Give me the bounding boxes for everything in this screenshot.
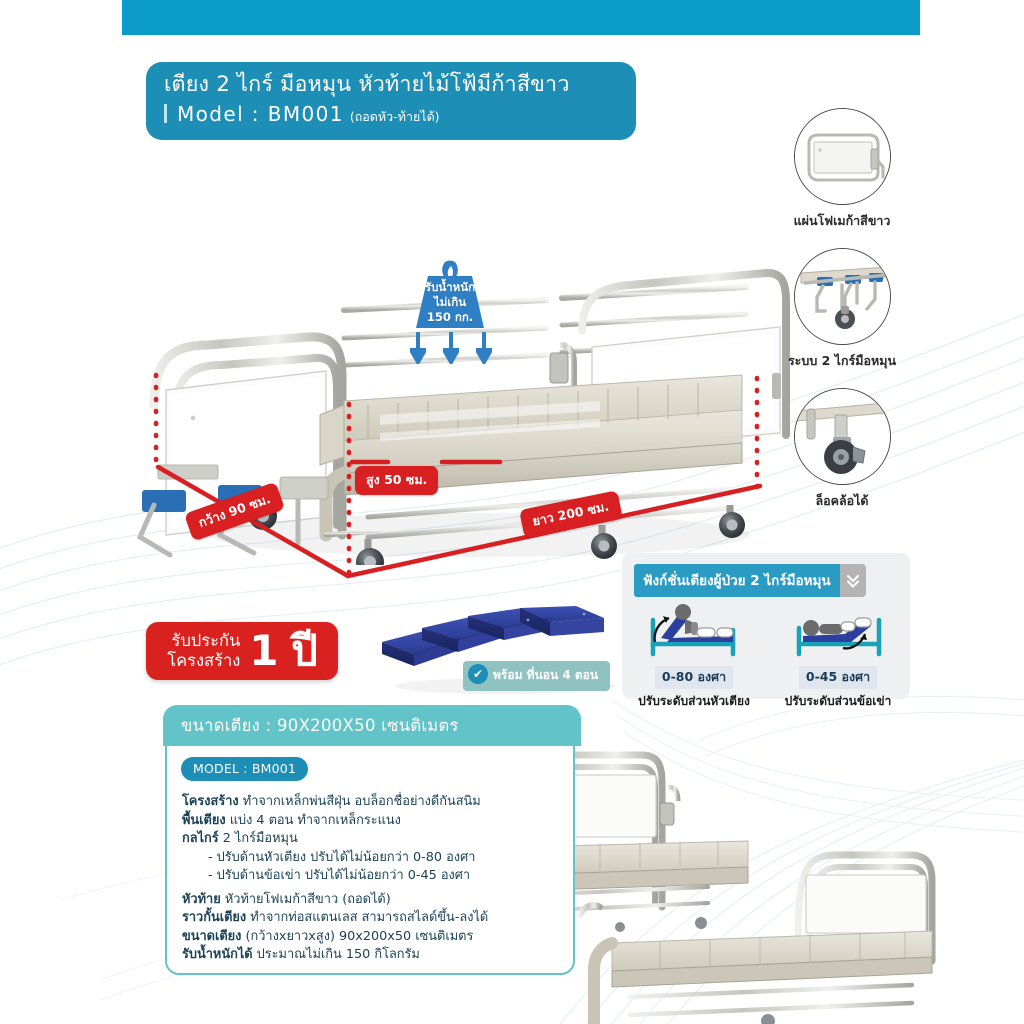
spec-row: ขนาดเตียง (กว้างxยาวxสูง) 90x200x50 เซนต…: [182, 928, 565, 947]
spec-row: กลไกร์ 2 ไกร์มือหมุน: [182, 830, 565, 849]
feature-foam-panel: แผ่นโฟเมก้าสีขาว: [762, 108, 922, 231]
feature-caption: ล็อคล้อได้: [815, 493, 869, 508]
function-panel-header: ฟังก์ชั่นเตียงผู้ป่วย 2 ไกร์มือหมุน: [634, 564, 866, 597]
weight-arrows: [410, 332, 492, 364]
warranty-badge: รับประกัน โครงสร้าง 1 ปี: [146, 622, 338, 680]
spec-row-label: พื้นเตียง: [182, 812, 226, 828]
warranty-line-1: รับประกัน: [171, 631, 241, 650]
check-circle-icon: ✔: [468, 664, 488, 684]
dimension-height-label: สูง 50 ซม.: [355, 466, 439, 495]
headboard-panel-icon: [793, 108, 891, 205]
function-item-head-raise: 0-80 องศา ปรับระดับส่วนหัวเตียง: [622, 598, 766, 711]
spec-row-label: โครงสร้าง: [182, 794, 239, 809]
spec-row-label: รับน้ำหนักได้: [182, 947, 253, 962]
spec-row-label: กลไกร์: [182, 831, 219, 846]
mattress-included-tag: ✔ พร้อม ที่นอน 4 ตอน: [463, 661, 611, 691]
warranty-years: 1 ปี: [249, 626, 318, 675]
spec-row-text: หัวท้ายโฟเมก้าสีขาว (ถอดได้): [220, 891, 391, 907]
function-item-knee-raise: 0-45 องศา ปรับระดับส่วนข้อเข่า: [766, 598, 910, 711]
feature-caption: แผ่นโฟเมก้าสีขาว: [793, 213, 891, 228]
specification-panel: ขนาดเตียง : 90X200X50 เซนติเมตร MODEL : …: [163, 705, 581, 975]
feature-crank-system: ระบบ 2 ไกร์มือหมุน: [762, 248, 922, 371]
arrow-down-icon: [476, 332, 492, 364]
spec-row-label: หัวท้าย: [182, 891, 221, 907]
function-description: ปรับระดับส่วนข้อเข่า: [784, 694, 892, 708]
warranty-line-2: โครงสร้าง: [167, 651, 241, 670]
bed-knee-raise-icon: [796, 617, 882, 657]
bed-head-raise-icon: [650, 604, 736, 657]
spec-row-label: ราวกั้นเตียง: [182, 910, 247, 925]
feature-caption: ระบบ 2 ไกร์มือหมุน: [787, 353, 897, 368]
spec-row: รับน้ำหนักได้ ประมาณไม่เกิน 150 กิโลกรัม: [182, 946, 565, 965]
spec-model-badge: MODEL : BM001: [181, 757, 309, 781]
function-description: ปรับระดับส่วนหัวเตียง: [638, 694, 750, 708]
chevron-double-down-icon[interactable]: [839, 564, 866, 597]
function-degrees: 0-80 องศา: [654, 666, 734, 689]
spec-panel-header: ขนาดเตียง : 90X200X50 เซนติเมตร: [163, 705, 581, 746]
spec-row-text: 2 ไกร์มือหมุน: [218, 831, 298, 846]
mattress-tag-label: พร้อม ที่นอน 4 ตอน: [493, 668, 599, 682]
spec-row-text: ทำจากเหล็กพ่นสีฝุ่น อบล็อกชื่อย่างดีกันส…: [238, 794, 481, 809]
spec-row-text: ประมาณไม่เกิน 150 กิโลกรัม: [252, 947, 420, 962]
spec-row: หัวท้าย หัวท้ายโฟเมก้าสีขาว (ถอดได้): [182, 891, 565, 910]
weight-line-2: ไม่เกิน: [433, 295, 467, 309]
spec-row: โครงสร้าง ทำจากเหล็กพ่นสีฝุ่น อบล็อกชื่อ…: [182, 793, 565, 812]
spec-row-text: (กว้างxยาวxสูง) 90x200x50 เซนติเมตร: [241, 928, 474, 944]
product-model-label: Model : BM001: [177, 102, 344, 126]
spec-row: ราวกั้นเตียง ทำจากท่อสแตนเลส สามารถสไลด์…: [182, 909, 565, 928]
top-banner-bar: [122, 0, 920, 35]
spec-row: - ปรับด้านข้อเข่า ปรับได้ไม่น้อยกว่า 0-4…: [182, 867, 565, 886]
crank-mechanism-icon: [793, 248, 891, 345]
spec-row-text: ทำจากท่อสแตนเลส สามารถสไลด์ขึ้น-ลงได้: [246, 910, 489, 925]
caster-wheel-icon: [793, 388, 891, 485]
feature-caster-lock: ล็อคล้อได้: [762, 388, 922, 511]
spec-row: - ปรับด้านหัวเตียง ปรับได้ไม่น้อยกว่า 0-…: [182, 849, 565, 868]
weight-capacity-badge: รับน้ำหนัก ไม่เกิน 150 กก.: [404, 258, 496, 338]
arrow-down-icon: [443, 332, 459, 364]
product-title-note: (ถอดหัว-ท้ายได้): [349, 109, 440, 124]
spec-row-text: - ปรับด้านข้อเข่า ปรับได้ไม่น้อยกว่า 0-4…: [208, 868, 471, 883]
function-panel-title: ฟังก์ชั่นเตียงผู้ป่วย 2 ไกร์มือหมุน: [634, 564, 840, 597]
product-title-thai: เตียง 2 ไกร์ มือหมุน หัวท้ายไม้โฟ้มีก้าส…: [164, 72, 570, 97]
function-degrees: 0-45 องศา: [798, 666, 878, 689]
title-accent-bar: [164, 104, 167, 123]
spec-rows: โครงสร้าง ทำจากเหล็กพ่นสีฝุ่น อบล็อกชื่อ…: [182, 793, 565, 965]
function-panel: ฟังก์ชั่นเตียงผู้ป่วย 2 ไกร์มือหมุน: [622, 553, 910, 708]
arrow-down-icon: [410, 332, 426, 364]
spec-row-text: - ปรับด้านหัวเตียง ปรับได้ไม่น้อยกว่า 0-…: [208, 849, 476, 865]
weight-line-3: 150 กก.: [426, 310, 474, 324]
spec-row-text: แบ่ง 4 ตอน ทำจากเหล็กระแนง: [225, 812, 401, 828]
product-title-box: เตียง 2 ไกร์ มือหมุน หัวท้ายไม้โฟ้มีก้าส…: [146, 62, 636, 140]
spec-row-label: ขนาดเตียง: [182, 928, 242, 944]
weight-line-1: รับน้ำหนัก: [424, 280, 476, 294]
spec-row: พื้นเตียง แบ่ง 4 ตอน ทำจากเหล็กระแนง: [182, 812, 565, 831]
